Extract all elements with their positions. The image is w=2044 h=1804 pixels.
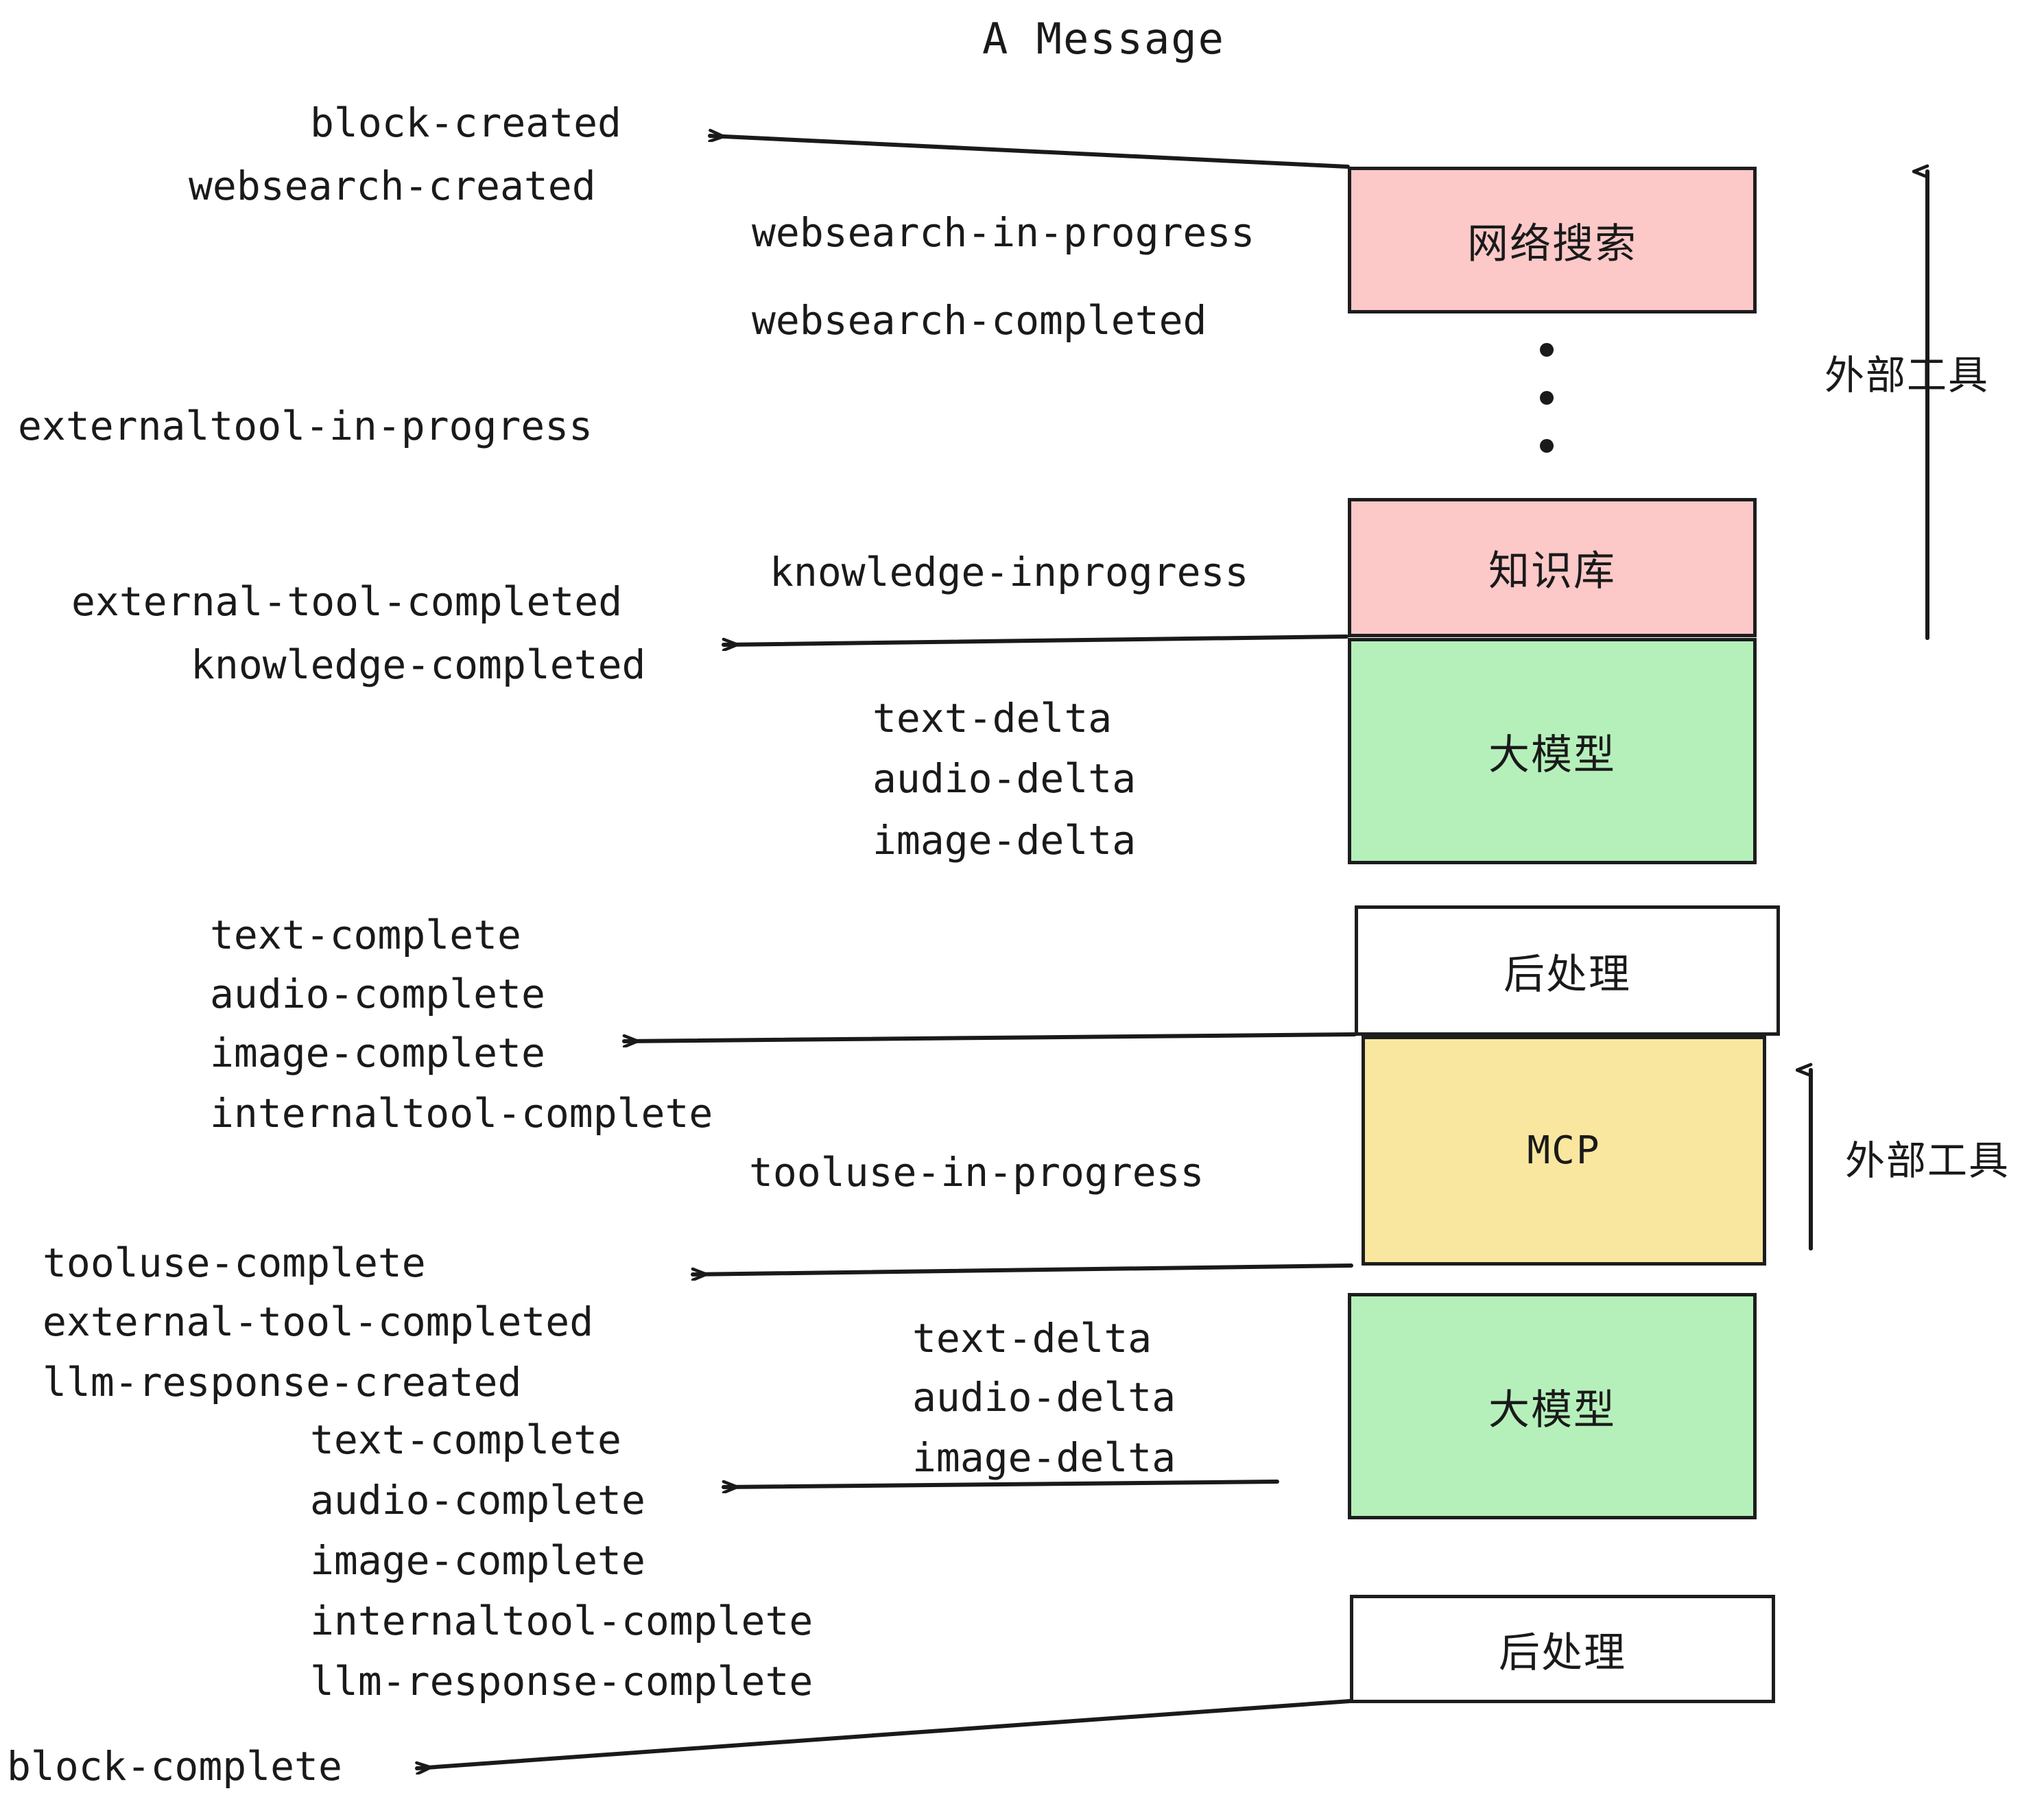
vertical-ellipsis [1540,343,1554,453]
event-llm-response-created: llm-response-created [43,1359,522,1405]
node-llm-second: 大模型 [1348,1293,1757,1519]
event-audio-complete-1: audio-complete [210,971,545,1017]
side-label-external-tool-bottom: 外部工具 [1845,1137,2010,1184]
arrow-postprocess2-to-blockcomplete [415,1699,1352,1768]
event-image-complete-1: image-complete [210,1030,545,1076]
event-knowledge-inprogress: knowledge-inprogress [770,549,1249,595]
page-title: A Message [982,14,1225,64]
event-text-complete-1: text-complete [210,912,521,958]
event-block-created: block-created [310,99,621,146]
arrow-knowledge-to-completed [722,634,1348,645]
event-image-delta-1: image-delta [872,817,1137,864]
node-postprocess-second: 后处理 [1350,1595,1775,1703]
side-label-external-tool-top: 外部工具 [1825,352,1990,399]
event-audio-complete-2: audio-complete [310,1477,645,1523]
event-tooluse-complete: tooluse-complete [43,1239,426,1286]
event-external-tool-completed-2: external-tool-completed [43,1298,594,1345]
event-websearch-in-progress: websearch-in-progress [752,209,1255,256]
event-internaltool-complete-2: internaltool-complete [310,1598,813,1644]
arrow-postprocess-to-imagecomplete [622,1032,1357,1041]
event-externaltool-in-progress: externaltool-in-progress [18,403,593,449]
arrow-llm2-to-audiocomplete [722,1480,1279,1487]
node-mcp: MCP [1362,1036,1766,1266]
arrow-websearch-to-blockcreated [708,136,1350,169]
node-websearch: 网络搜索 [1348,167,1757,313]
event-block-complete: block-complete [7,1743,342,1790]
event-knowledge-completed: knowledge-completed [191,641,646,688]
node-llm-first: 大模型 [1348,638,1757,864]
node-knowledge-base: 知识库 [1348,498,1757,637]
event-audio-delta-1: audio-delta [872,755,1137,802]
event-llm-response-complete: llm-response-complete [310,1658,813,1705]
event-internaltool-complete-1: internaltool-complete [210,1090,713,1137]
event-text-delta-2: text-delta [912,1315,1152,1362]
event-websearch-created: websearch-created [189,163,596,209]
event-tooluse-in-progress: tooluse-in-progress [749,1149,1204,1196]
event-image-delta-2: image-delta [912,1434,1176,1481]
event-image-complete-2: image-complete [310,1537,645,1584]
event-text-delta-1: text-delta [872,695,1113,741]
node-postprocess-first: 后处理 [1355,905,1780,1036]
arrow-mcp-to-tooluse-complete [691,1263,1353,1274]
event-text-complete-2: text-complete [310,1416,621,1463]
event-websearch-completed: websearch-completed [752,297,1207,344]
event-external-tool-completed-1: external-tool-completed [71,578,623,625]
event-audio-delta-2: audio-delta [912,1374,1176,1421]
